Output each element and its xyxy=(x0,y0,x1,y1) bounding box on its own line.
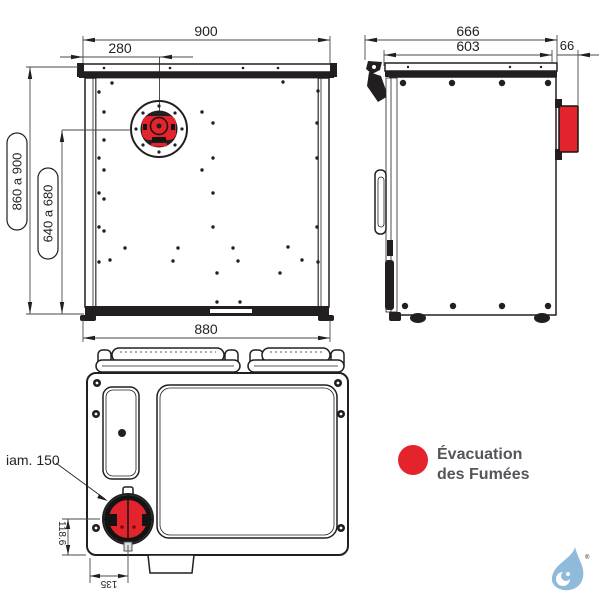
dim-flue-offset-x-top: 135 xyxy=(100,578,117,589)
burner-assemblies xyxy=(95,347,345,373)
legend: Évacuation des Fumées xyxy=(398,444,530,483)
side-dimensions: 666 603 66 xyxy=(364,23,599,106)
legend-label-line2: des Fumées xyxy=(437,466,530,483)
front-view: 900 280 860 a 900 640 a 680 xyxy=(6,23,337,342)
panel-holes xyxy=(97,80,320,304)
top-dimensions: iam. 150 118.6 135 xyxy=(6,452,129,589)
foot xyxy=(534,313,550,323)
front-dimensions: 900 280 860 a 900 640 a 680 xyxy=(6,23,331,342)
registered-mark: ® xyxy=(585,554,590,561)
dim-flue-height-range: 640 a 680 xyxy=(41,185,56,243)
legend-marker xyxy=(398,445,428,475)
dim-width-bottom: 880 xyxy=(194,321,218,337)
brand-logo: ® xyxy=(551,547,590,591)
top-body-bolts xyxy=(92,379,345,532)
dim-flue-offset-x: 280 xyxy=(108,40,132,56)
dim-flue-offset-rear: 66 xyxy=(560,38,574,53)
dim-width-top: 900 xyxy=(194,23,218,39)
top-strip-holes xyxy=(102,66,280,70)
flue-fan-red xyxy=(142,116,176,147)
front-body xyxy=(77,63,337,321)
dim-flue-offset-y: 118.6 xyxy=(56,521,67,546)
front-flue xyxy=(130,100,188,158)
foot xyxy=(410,313,426,323)
dim-height-range: 860 a 900 xyxy=(10,153,25,211)
side-body xyxy=(366,61,558,323)
top-body xyxy=(86,372,349,574)
dim-depth-body: 603 xyxy=(456,38,480,54)
top-view: iam. 150 118.6 135 xyxy=(6,347,349,589)
flue-diameter-label: iam. 150 xyxy=(6,452,60,468)
flue-bolt-holes xyxy=(134,104,184,154)
dim-depth-total: 666 xyxy=(456,23,480,39)
legend-label-line1: Évacuation xyxy=(437,444,522,463)
bottom-tab xyxy=(147,554,195,574)
side-view: 666 603 66 xyxy=(364,23,599,323)
flue-outlet-side xyxy=(555,99,579,160)
